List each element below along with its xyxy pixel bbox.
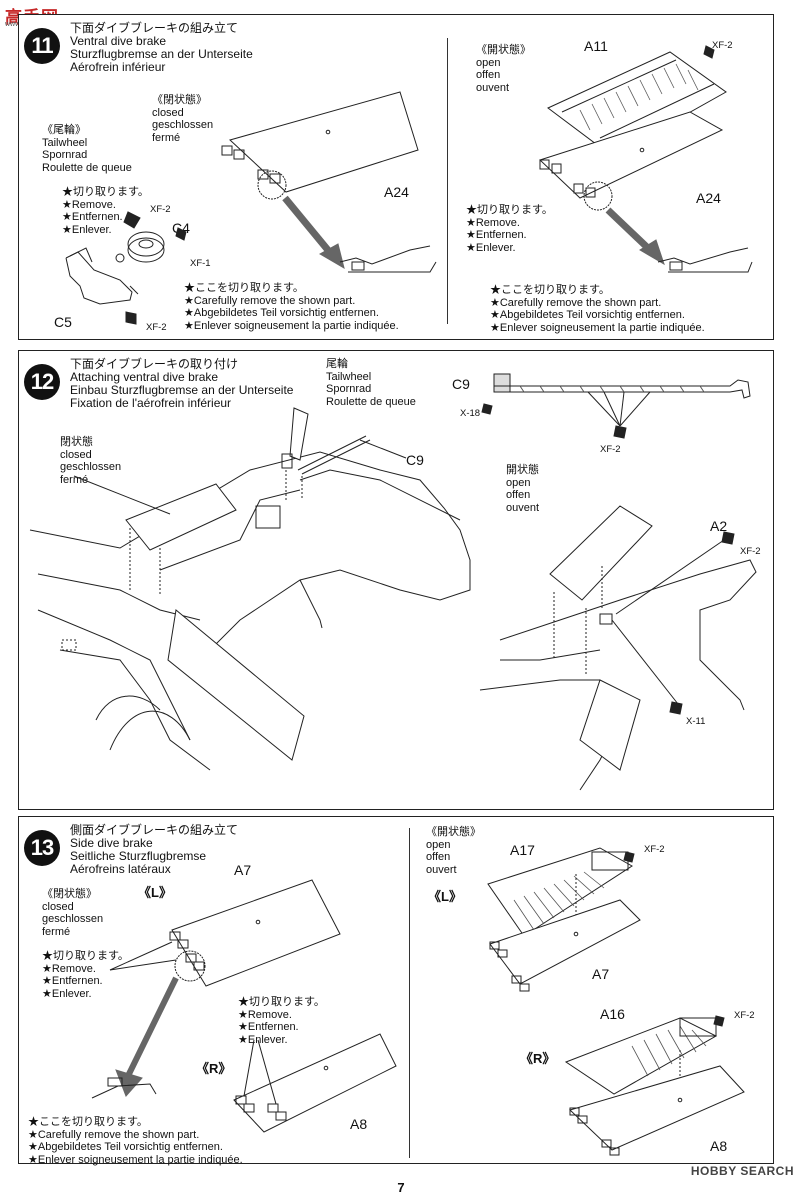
paint-xf2-a11: XF-2 [712, 40, 733, 51]
step-11-divider [447, 38, 448, 324]
paint-xf2-c5: XF-2 [146, 322, 167, 333]
step-11-careful-note: ★ここを切り取ります。★Carefully remove the shown p… [184, 282, 399, 332]
side-label-r-closed: 《R》 [196, 1061, 232, 1076]
part-a16: A16 [600, 1006, 625, 1022]
part-a8-open: A8 [710, 1138, 728, 1154]
step-12-panel [18, 350, 774, 810]
step-11-remove-note-open: ★切り取ります。★Remove. ★Entfernen.★Enlever. [466, 204, 553, 254]
side-label-l-closed: 《L》 [138, 885, 172, 900]
step-13-remove-note-l: ★切り取ります。★Remove. ★Entfernen.★Enlever. [42, 950, 129, 1000]
part-c9-detail: C9 [452, 376, 470, 392]
part-a17: A17 [510, 842, 535, 858]
part-a24-open: A24 [696, 190, 721, 206]
paint-x18: X-18 [460, 408, 481, 419]
part-a11: A11 [584, 38, 608, 54]
paint-xf2-a2: XF-2 [740, 546, 761, 557]
part-a8-closed: A8 [350, 1116, 368, 1132]
paint-xf2-c9: XF-2 [600, 444, 621, 455]
part-c5: C5 [54, 314, 72, 330]
step-12-number: 12 [24, 364, 60, 400]
paint-x11: X-11 [686, 716, 706, 727]
part-a7-closed: A7 [234, 862, 252, 878]
watermark-hobby-search: HOBBY SEARCH [690, 1164, 794, 1178]
step-13-remove-note-r: ★切り取ります。★Remove. ★Entfernen.★Enlever. [238, 996, 325, 1046]
page-number: 7 [397, 1180, 405, 1195]
part-a2: A2 [710, 518, 728, 534]
paint-xf2-c4: XF-2 [150, 204, 171, 215]
step-11-remove-note: ★切り取ります。★Remove. ★Entfernen.★Enlever. [62, 186, 149, 236]
paint-xf2-a17: XF-2 [644, 844, 665, 855]
part-c9: C9 [406, 452, 424, 468]
side-label-r-open: 《R》 [520, 1051, 556, 1066]
part-a7-open: A7 [592, 966, 610, 982]
step-13-divider [409, 828, 410, 1158]
step-13-careful-note: ★ここを切り取ります。★Carefully remove the shown p… [28, 1116, 243, 1166]
side-label-l-open: 《L》 [428, 889, 462, 904]
step-11-careful-note-open: ★ここを切り取ります。★Carefully remove the shown p… [490, 284, 705, 334]
part-a24-closed: A24 [384, 184, 409, 200]
step-13-number: 13 [24, 830, 60, 866]
paint-xf1: XF-1 [190, 258, 211, 269]
step-11-number: 11 [24, 28, 60, 64]
paint-xf2-a16: XF-2 [734, 1010, 755, 1021]
